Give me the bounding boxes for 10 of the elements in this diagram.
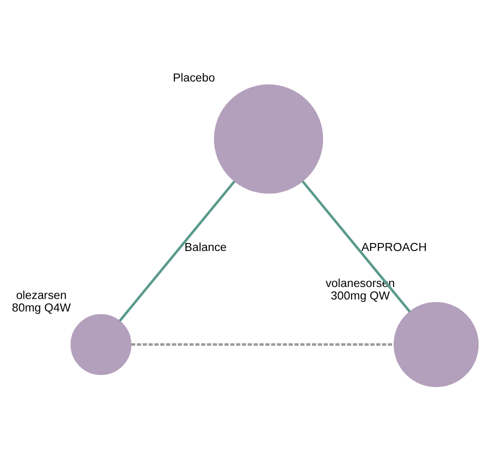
node-label: olezarsen 80mg Q4W: [12, 288, 71, 314]
connector: [302, 180, 411, 312]
edge-label: Balance: [184, 240, 227, 254]
connector: [118, 180, 236, 322]
node-label: Placebo: [172, 71, 215, 84]
connector: [131, 342, 394, 346]
node-circle: [70, 314, 132, 374]
node-circle: [394, 302, 479, 387]
node-circle: [214, 84, 324, 194]
edge-label: APPROACH: [361, 240, 427, 254]
